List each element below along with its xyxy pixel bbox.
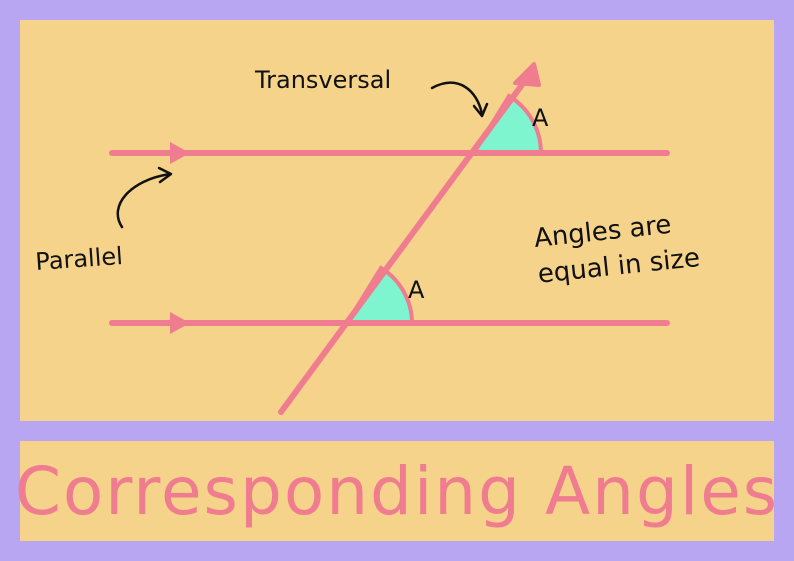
parallel-pointer-head <box>157 166 173 184</box>
diagram-panel <box>20 20 774 421</box>
transversal-pointer-curve <box>430 81 484 116</box>
page-title: Corresponding Angles <box>14 452 780 530</box>
parallel-arrow-bottom <box>170 312 190 334</box>
transversal-line <box>278 75 530 415</box>
transversal-arrowhead <box>513 62 541 87</box>
transversal-label: Transversal <box>254 66 391 94</box>
title-panel: Corresponding Angles <box>15 441 777 541</box>
angle-bottom-label: A <box>408 276 425 304</box>
parallel-label: Parallel <box>34 242 123 276</box>
parallel-pointer-curve <box>116 172 172 229</box>
transversal-pointer-head <box>472 102 489 118</box>
parallel-arrow-top <box>170 142 190 164</box>
angle-top-label: A <box>532 104 549 132</box>
